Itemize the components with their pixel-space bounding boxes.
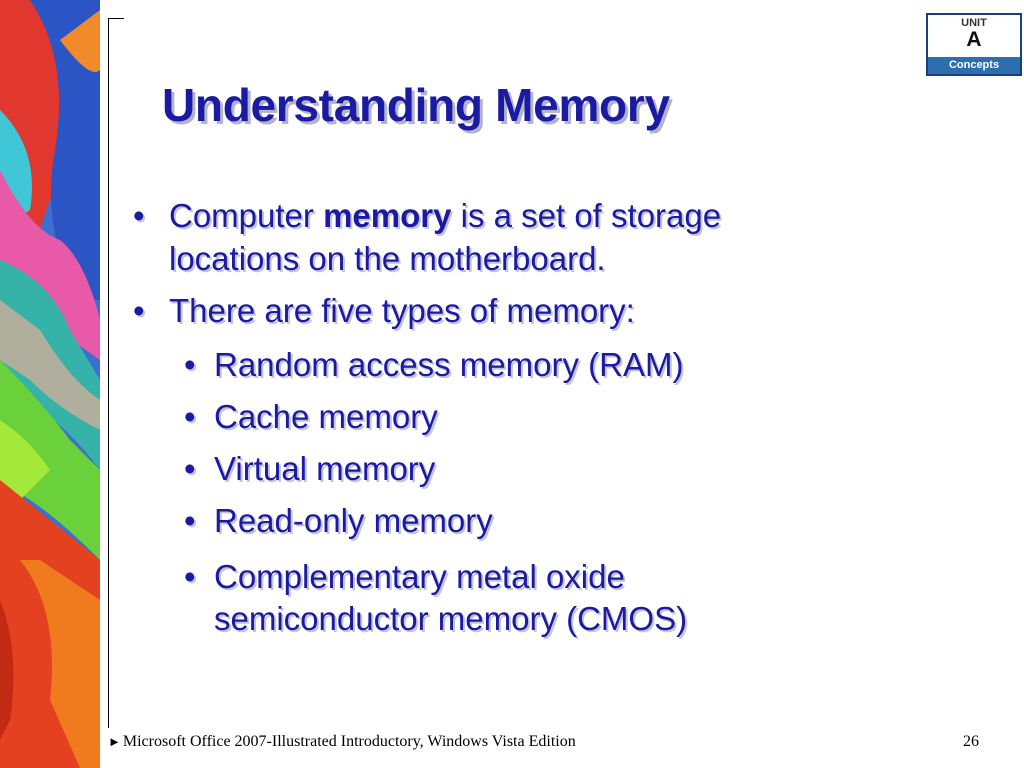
decorative-painting-strip (0, 0, 100, 768)
sub-bullet-cmos-line2: semiconductor memory (CMOS) (214, 600, 688, 637)
slide-title: Understanding Memory (162, 79, 670, 131)
unit-badge: UNIT A Concepts (926, 13, 1022, 76)
sub-bullet-text: Random access memory (RAM) (214, 346, 684, 383)
bullet-text: There are five types of memory: (169, 292, 635, 329)
bullet-memory-types: • There are five types of memory: (133, 290, 635, 332)
footer-book-title: ►Microsoft Office 2007-Illustrated Intro… (108, 733, 576, 751)
unit-badge-letter: A (966, 28, 982, 51)
bullet-marker: • (133, 197, 145, 234)
bullet-term-memory: memory (323, 197, 452, 234)
sub-bullet-cache: • Cache memory (184, 396, 438, 438)
bullet-marker: • (184, 502, 196, 539)
sub-bullet-rom: • Read-only memory (184, 500, 493, 542)
sub-bullet-text: Read-only memory (214, 502, 493, 539)
bullet-memory-definition-line2: locations on the motherboard. (169, 240, 606, 277)
bullet-memory-definition: • Computer memory is a set of storage (133, 195, 722, 237)
bullet-marker: • (133, 292, 145, 329)
sub-bullet-cmos: • Complementary metal oxide (184, 556, 625, 598)
sub-bullet-text: Virtual memory (214, 450, 436, 487)
page-number: 26 (963, 733, 979, 750)
bullet-marker: • (184, 346, 196, 383)
bullet-marker: • (184, 450, 196, 487)
sub-bullet-ram: • Random access memory (RAM) (184, 344, 684, 386)
bullet-marker: • (184, 558, 196, 595)
unit-badge-label: Concepts (928, 57, 1020, 74)
bullet-text-post: is a set of storage (451, 197, 722, 234)
sub-bullet-virtual: • Virtual memory (184, 448, 436, 490)
sub-bullet-text: Cache memory (214, 398, 438, 435)
slide-corner-mark (108, 18, 124, 728)
unit-badge-top: UNIT (961, 17, 987, 29)
bullet-text-pre: Computer (169, 197, 324, 234)
footer-arrow-icon: ► (108, 734, 121, 749)
footer-text: Microsoft Office 2007-Illustrated Introd… (122, 733, 576, 750)
bullet-marker: • (184, 398, 196, 435)
sub-bullet-text: Complementary metal oxide (214, 558, 625, 595)
